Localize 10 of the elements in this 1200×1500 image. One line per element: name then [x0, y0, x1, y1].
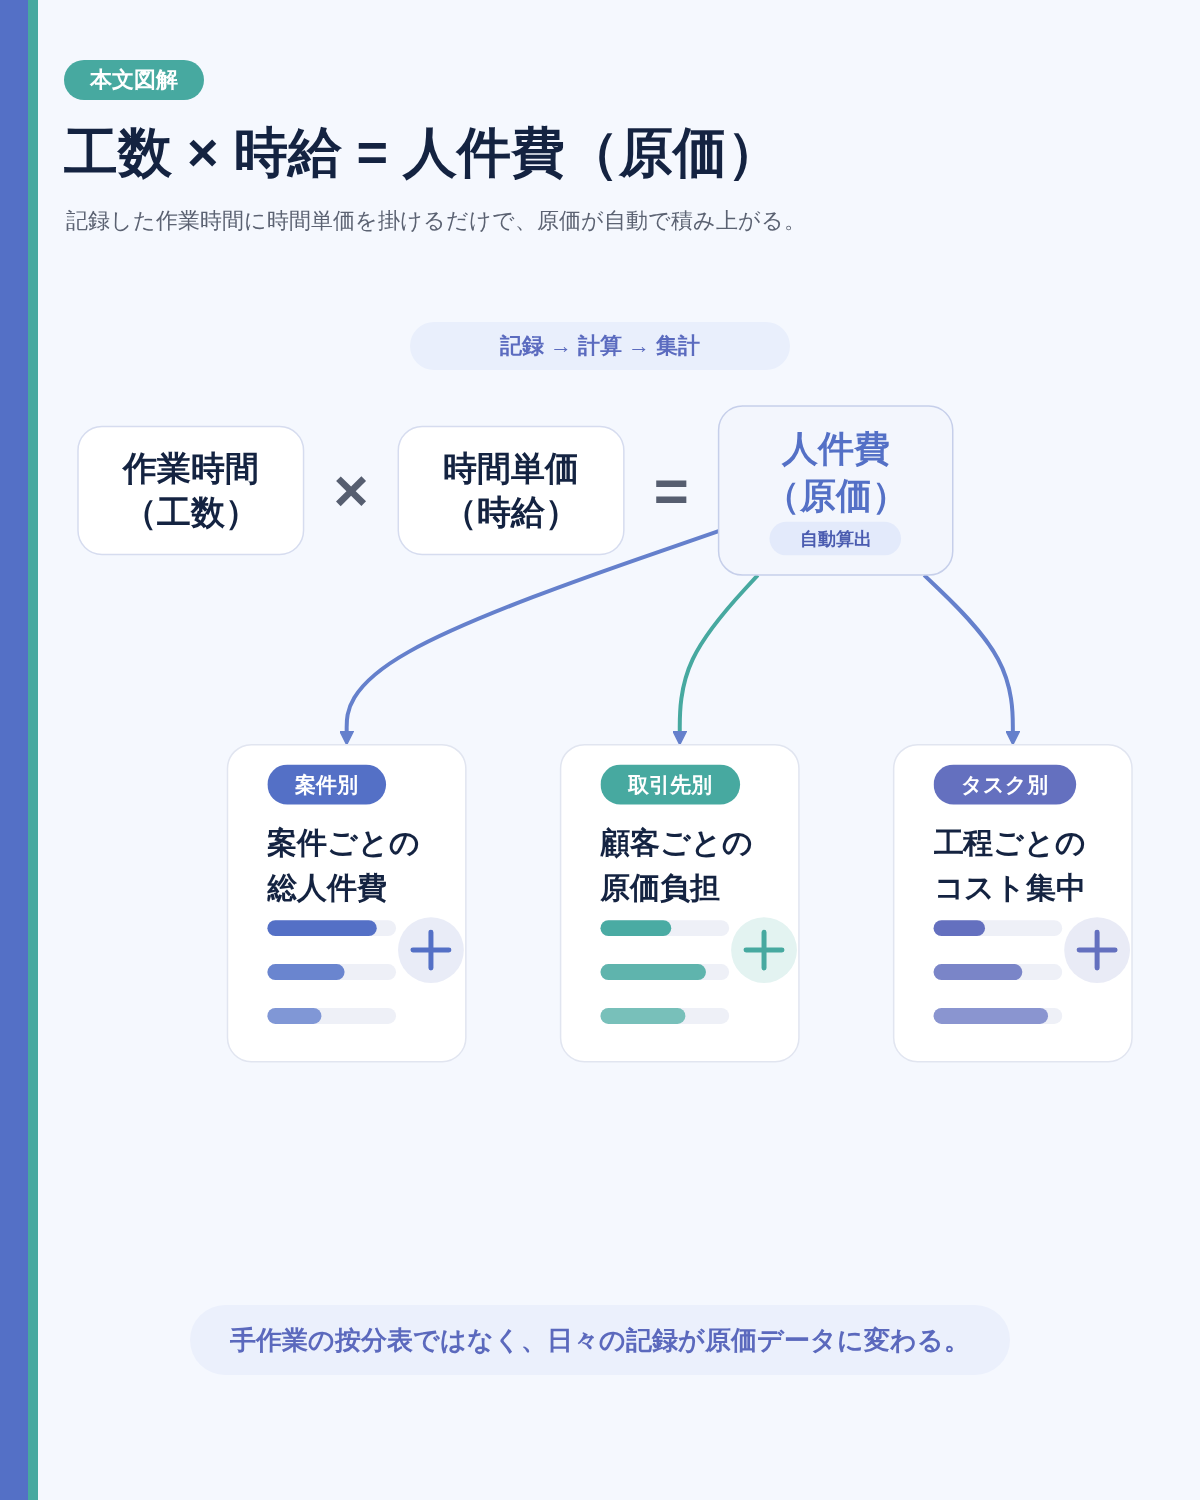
node-box: 時間単価（時給） [397, 425, 625, 556]
subtitle: 記録した作業時間に時間単価を掛けるだけで、原価が自動で積み上がる。 [66, 207, 806, 235]
process-steps-banner: 記録 → 計算 → 集計 [410, 322, 790, 370]
section-tag: 本文図解 [64, 60, 204, 100]
caption-banner: 手作業の按分表ではなく、日々の記録が原価データに変わる。 [190, 1305, 1010, 1375]
node-box: 人件費（原価） 自動算出 [717, 405, 954, 576]
operator-sign: = [653, 460, 689, 521]
operator-sign: × [333, 460, 369, 521]
node-box: 作業時間（工数） [77, 425, 305, 556]
title: 工数 × 時給 = 人件費（原価） [64, 121, 782, 184]
